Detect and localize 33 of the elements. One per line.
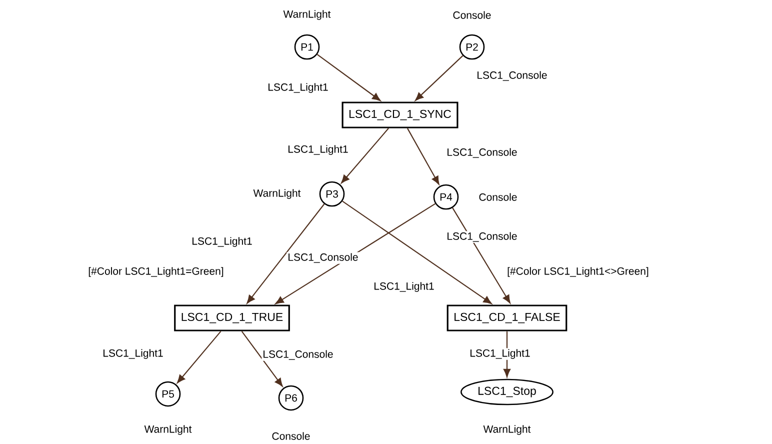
place-label: WarnLight xyxy=(253,189,301,199)
edge-label: LSC1_Light1 xyxy=(102,348,164,360)
place-label: Console xyxy=(272,432,310,440)
place-label: Console xyxy=(453,11,491,19)
arrow xyxy=(341,128,389,184)
edge-label: LSC1_Light1 xyxy=(190,236,254,248)
place-label: [#Color LSC1_Light1=Green] xyxy=(88,267,224,277)
place-label: WarnLight xyxy=(144,425,192,435)
place-label: Console xyxy=(479,193,517,201)
place-label: WarnLight xyxy=(483,425,531,435)
transition-box: LSC1_CD_1_FALSE xyxy=(446,304,568,332)
edge-label: LSC1_Console xyxy=(446,231,518,243)
transition-box: LSC1_CD_1_TRUE xyxy=(174,304,290,332)
edge-label: LSC1_Console xyxy=(286,252,360,264)
place-label: [#Color LSC1_Light1<>Green] xyxy=(508,267,648,277)
edge-label: LSC1_Light1 xyxy=(372,281,436,293)
arrow xyxy=(241,330,283,387)
edge-label: LSC1_Console xyxy=(262,349,334,361)
edge-label: LSC1_Console xyxy=(476,70,548,82)
arrow xyxy=(176,330,222,384)
edge-label: LSC1_Console xyxy=(446,147,518,159)
arrow xyxy=(246,204,325,304)
edge-label: LSC1_Light1 xyxy=(468,348,532,360)
arrow xyxy=(342,200,492,304)
arrow xyxy=(452,208,510,304)
arrow xyxy=(415,55,464,101)
edge-label: LSC1_Light1 xyxy=(266,82,330,94)
place-label: WarnLight xyxy=(283,10,331,20)
transition-box: LSC1_CD_1_SYNC xyxy=(342,102,458,128)
arrow xyxy=(275,203,436,304)
arrow xyxy=(316,54,381,101)
arrow xyxy=(406,128,440,185)
edge-label: LSC1_Light1 xyxy=(286,144,350,156)
